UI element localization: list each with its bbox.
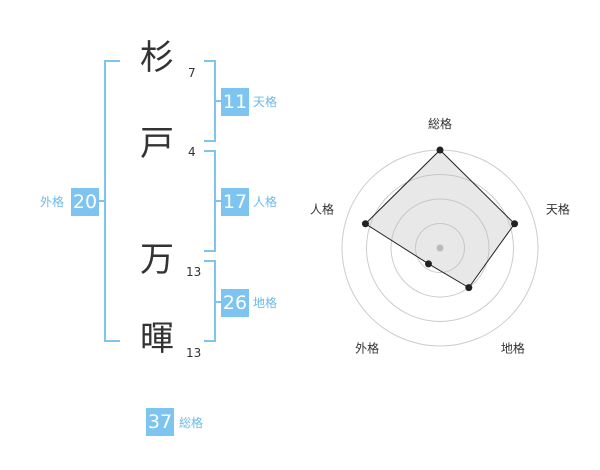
jinkaku-value: 17	[221, 188, 249, 216]
tenkaku-bracket-tick	[214, 100, 222, 102]
stroke-count-4: 13	[186, 346, 202, 360]
radar-point-3	[465, 284, 473, 292]
radar-axis-label-3: 地格	[501, 340, 525, 355]
gaikaku-value: 20	[71, 188, 99, 216]
radar-axis-label-1: 総格	[428, 116, 452, 131]
name-char-2: 戸	[140, 124, 174, 164]
radar-axis-label-4: 外格	[355, 340, 379, 355]
stroke-count-3: 13	[186, 265, 202, 279]
radar-grid-ring-1	[415, 223, 465, 273]
jinkaku-bracket-tick	[214, 200, 222, 202]
radar-point-2	[511, 220, 519, 228]
radar-center-dot	[436, 244, 444, 252]
soukaku-label: 総格	[179, 416, 204, 430]
gaikaku-label: 外格	[40, 195, 65, 209]
radar-grid-ring-3	[366, 174, 514, 322]
tenkaku-label: 天格	[253, 95, 278, 109]
chikaku-label: 地格	[253, 296, 278, 310]
name-char-3: 万	[140, 240, 174, 280]
radar-axis-label-2: 天格	[546, 202, 570, 217]
chikaku-value: 26	[221, 289, 249, 317]
name-char-4: 暉	[140, 319, 174, 359]
soukaku-value: 37	[146, 408, 174, 436]
jinkaku-label: 人格	[253, 195, 278, 209]
chikaku-bracket-tick	[214, 301, 222, 303]
name-char-1: 杉	[140, 38, 174, 78]
stroke-count-1: 7	[188, 66, 196, 80]
radar-grid-ring-2	[390, 198, 490, 298]
radar-data-polygon	[364, 149, 516, 289]
radar-axis-label-5: 人格	[310, 202, 334, 217]
stroke-count-2: 4	[188, 145, 196, 159]
radar-point-5	[361, 220, 369, 228]
tenkaku-value: 11	[221, 88, 249, 116]
gaikaku-bracket	[104, 60, 120, 342]
radar-point-1	[436, 146, 444, 154]
radar-point-4	[424, 260, 432, 268]
